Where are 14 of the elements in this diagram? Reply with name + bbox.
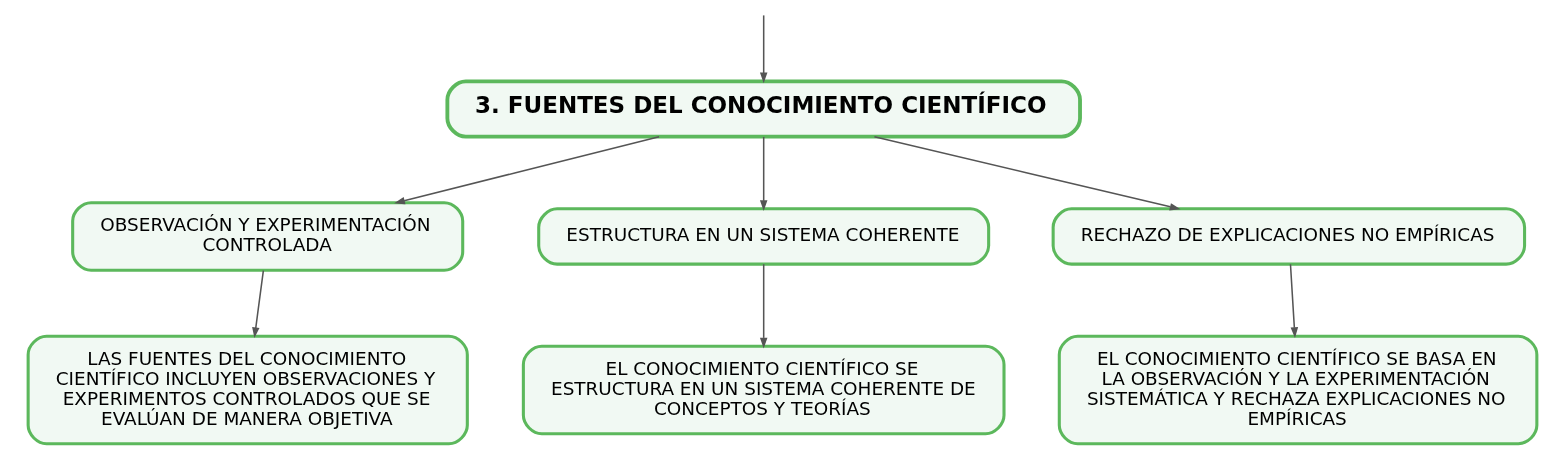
arrow — [873, 136, 1181, 211]
node-box: EL CONOCIMIENTO CIENTÍFICO SE BASA EN LA OBSERVACIÓN Y LA EXPERIMENTACIÓN SISTEMÁTICA Y RECHAZA EXPLICACIONES NO EMPÍRICAS — [1057, 334, 1539, 446]
arrow — [759, 136, 768, 211]
node-box: LAS FUENTES DEL CONOCIMIENTO CIENTÍFICO INCLUYEN OBSERVACIONES Y EXPERIMENTOS CONTROLADOS QUE SE EVALÚAN DE MANERA OBJETIVA — [26, 334, 469, 446]
node-box: ESTRUCTURA EN UN SISTEMA COHERENTE — [537, 207, 991, 266]
arrow — [252, 269, 265, 339]
arrow — [1289, 263, 1299, 339]
node-box: EL CONOCIMIENTO CIENTÍFICO SE ESTRUCTURA EN UN SISTEMA COHERENTE DE CONCEPTOS Y TEORÍAS — [521, 344, 1006, 436]
arrow — [394, 136, 660, 205]
node-box: RECHAZO DE EXPLICACIONES NO EMPÍRICAS — [1051, 207, 1527, 266]
node-box: 3. FUENTES DEL CONOCIMIENTO CIENTÍFICO — [445, 79, 1082, 139]
node-box: OBSERVACIÓN Y EXPERIMENTACIÓN CONTROLADA — [71, 201, 465, 272]
arrow — [759, 14, 768, 84]
arrow — [759, 263, 768, 349]
